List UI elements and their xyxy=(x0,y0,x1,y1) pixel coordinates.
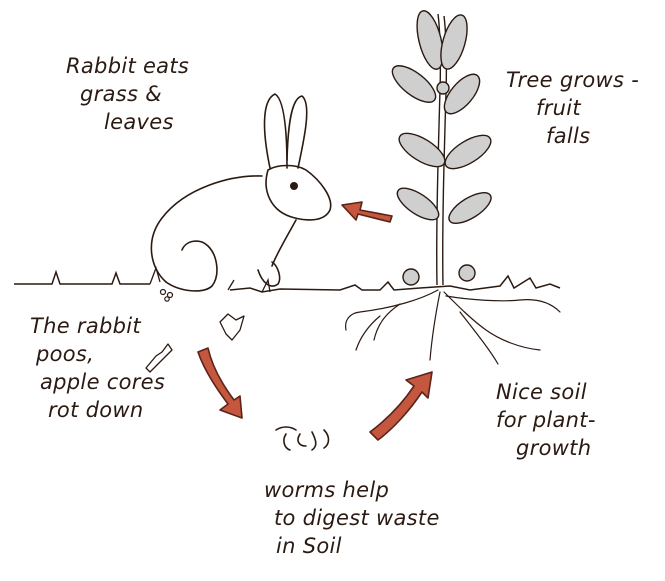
droppings-icon xyxy=(161,290,173,302)
worms-icon xyxy=(276,427,329,450)
label-line: poos, xyxy=(30,340,165,368)
label-line: leaves xyxy=(66,108,189,136)
label-line: grass & xyxy=(66,80,189,108)
label-tree-grows: Tree grows - fruit falls xyxy=(506,66,639,150)
cycle-arrow-to-rabbit xyxy=(342,202,392,222)
label-line: in Soil xyxy=(264,532,440,560)
label-line: Nice soil xyxy=(496,378,596,406)
label-line: apple cores xyxy=(30,368,165,396)
label-line: growth xyxy=(496,434,596,462)
label-line: falls xyxy=(506,122,639,150)
ground-line xyxy=(14,272,560,292)
cycle-arrow-to-worms xyxy=(198,348,242,418)
roots-icon xyxy=(346,290,560,364)
label-rabbit-eats: Rabbit eats grass & leaves xyxy=(66,52,189,136)
cycle-arrow-to-soil xyxy=(370,372,432,440)
label-line: Tree grows - xyxy=(506,66,639,94)
label-nice-soil: Nice soil for plant- growth xyxy=(496,378,596,462)
label-line: worms help xyxy=(264,476,440,504)
label-line: fruit xyxy=(506,94,639,122)
label-line: to digest waste xyxy=(264,504,440,532)
label-line: Rabbit eats xyxy=(66,52,189,80)
label-worms-help: worms help to digest waste in Soil xyxy=(264,476,440,560)
label-line: rot down xyxy=(30,396,165,424)
label-rabbit-poos: The rabbit poos, apple cores rot down xyxy=(30,312,165,424)
label-line: for plant- xyxy=(496,406,596,434)
label-line: The rabbit xyxy=(30,312,165,340)
tree-icon xyxy=(387,8,496,285)
